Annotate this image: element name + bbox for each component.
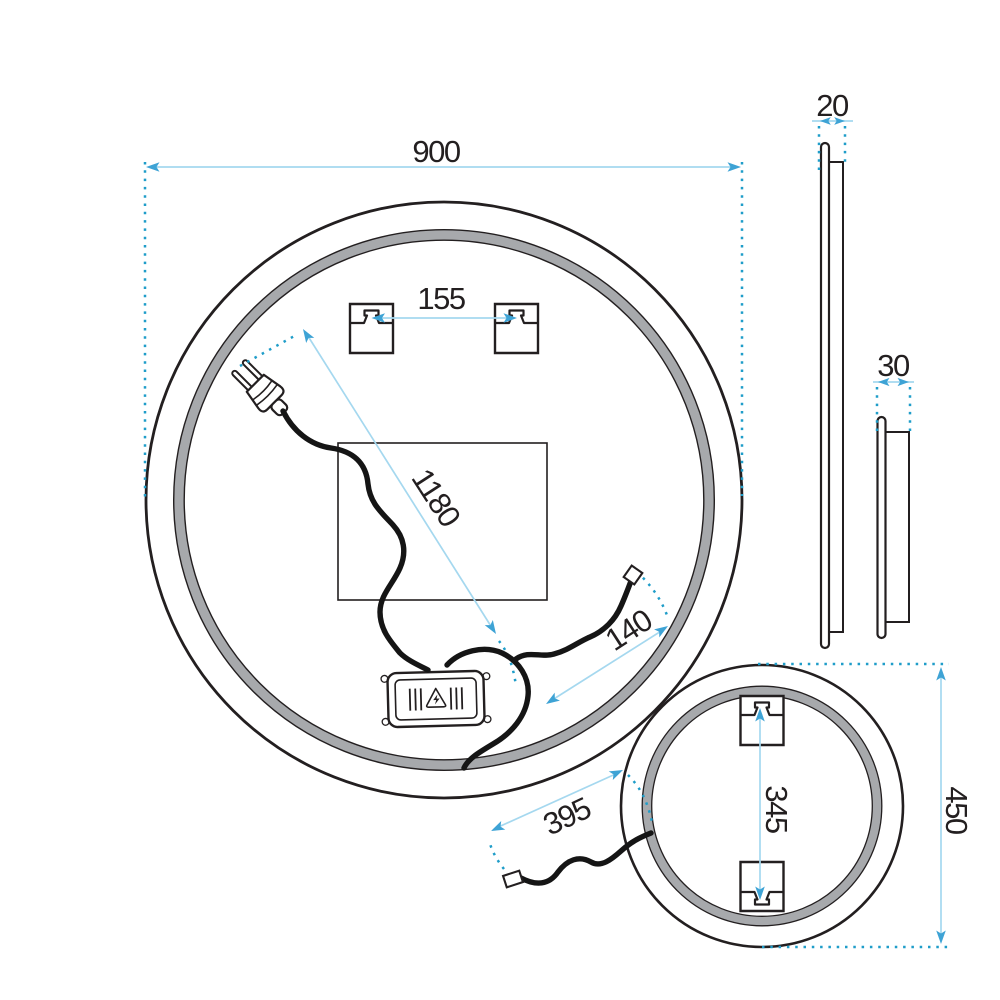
profile-frame bbox=[884, 431, 910, 623]
side-profile-large bbox=[819, 141, 844, 650]
dim-bracket-spacing: 155 bbox=[371, 281, 517, 323]
dim-label-20: 20 bbox=[816, 88, 849, 123]
power-cord bbox=[280, 408, 431, 673]
profile-glass bbox=[876, 415, 887, 640]
cable-connector bbox=[501, 869, 525, 889]
dim-mirror-depth: 20 bbox=[812, 88, 853, 125]
dim-small-overall-diameter: 450 bbox=[936, 667, 974, 944]
dim-label-155: 155 bbox=[417, 281, 464, 316]
side-profile-small bbox=[876, 415, 910, 640]
extension-line bbox=[487, 839, 505, 870]
dim-label-345: 345 bbox=[759, 785, 794, 832]
small-mirror-cable bbox=[518, 830, 654, 886]
dim-small-mirror-depth: 30 bbox=[873, 348, 914, 387]
dim-overall-diameter: 900 bbox=[146, 134, 741, 172]
dim-label-450: 450 bbox=[939, 786, 974, 834]
led-ring bbox=[642, 686, 882, 926]
extension-line bbox=[498, 640, 518, 687]
profile-frame bbox=[828, 161, 844, 633]
dim-label-900: 900 bbox=[412, 134, 460, 169]
small-mirror-back-view bbox=[619, 663, 905, 949]
led-ring-outer-edge bbox=[641, 685, 883, 927]
vent-lines-icon bbox=[408, 687, 464, 711]
mounting-bracket-left bbox=[348, 302, 395, 355]
profile-glass bbox=[819, 141, 831, 650]
led-ring-inner-edge bbox=[183, 239, 705, 761]
led-ring-outer-edge bbox=[173, 229, 715, 771]
extension-line bbox=[636, 571, 670, 619]
driver-box bbox=[380, 669, 492, 729]
cables bbox=[280, 408, 654, 889]
dim-label-395: 395 bbox=[538, 791, 596, 843]
large-mirror-back-view bbox=[144, 200, 744, 800]
dim-small-bracket-spacing: 345 bbox=[755, 708, 794, 900]
dim-label-30: 30 bbox=[877, 348, 910, 383]
led-ring bbox=[173, 229, 715, 771]
backing-plate bbox=[337, 442, 548, 601]
dimension-annotations: 900 155 1180 140 395 bbox=[143, 88, 974, 949]
mounting-bracket-bottom bbox=[739, 860, 785, 913]
led-cable-loop bbox=[444, 646, 531, 771]
connector-cable bbox=[513, 578, 634, 662]
cable-connector bbox=[622, 564, 644, 586]
mounting-bracket-top bbox=[739, 694, 785, 747]
mounting-bracket-right bbox=[493, 302, 540, 355]
lightning-bolt-icon bbox=[433, 694, 440, 705]
